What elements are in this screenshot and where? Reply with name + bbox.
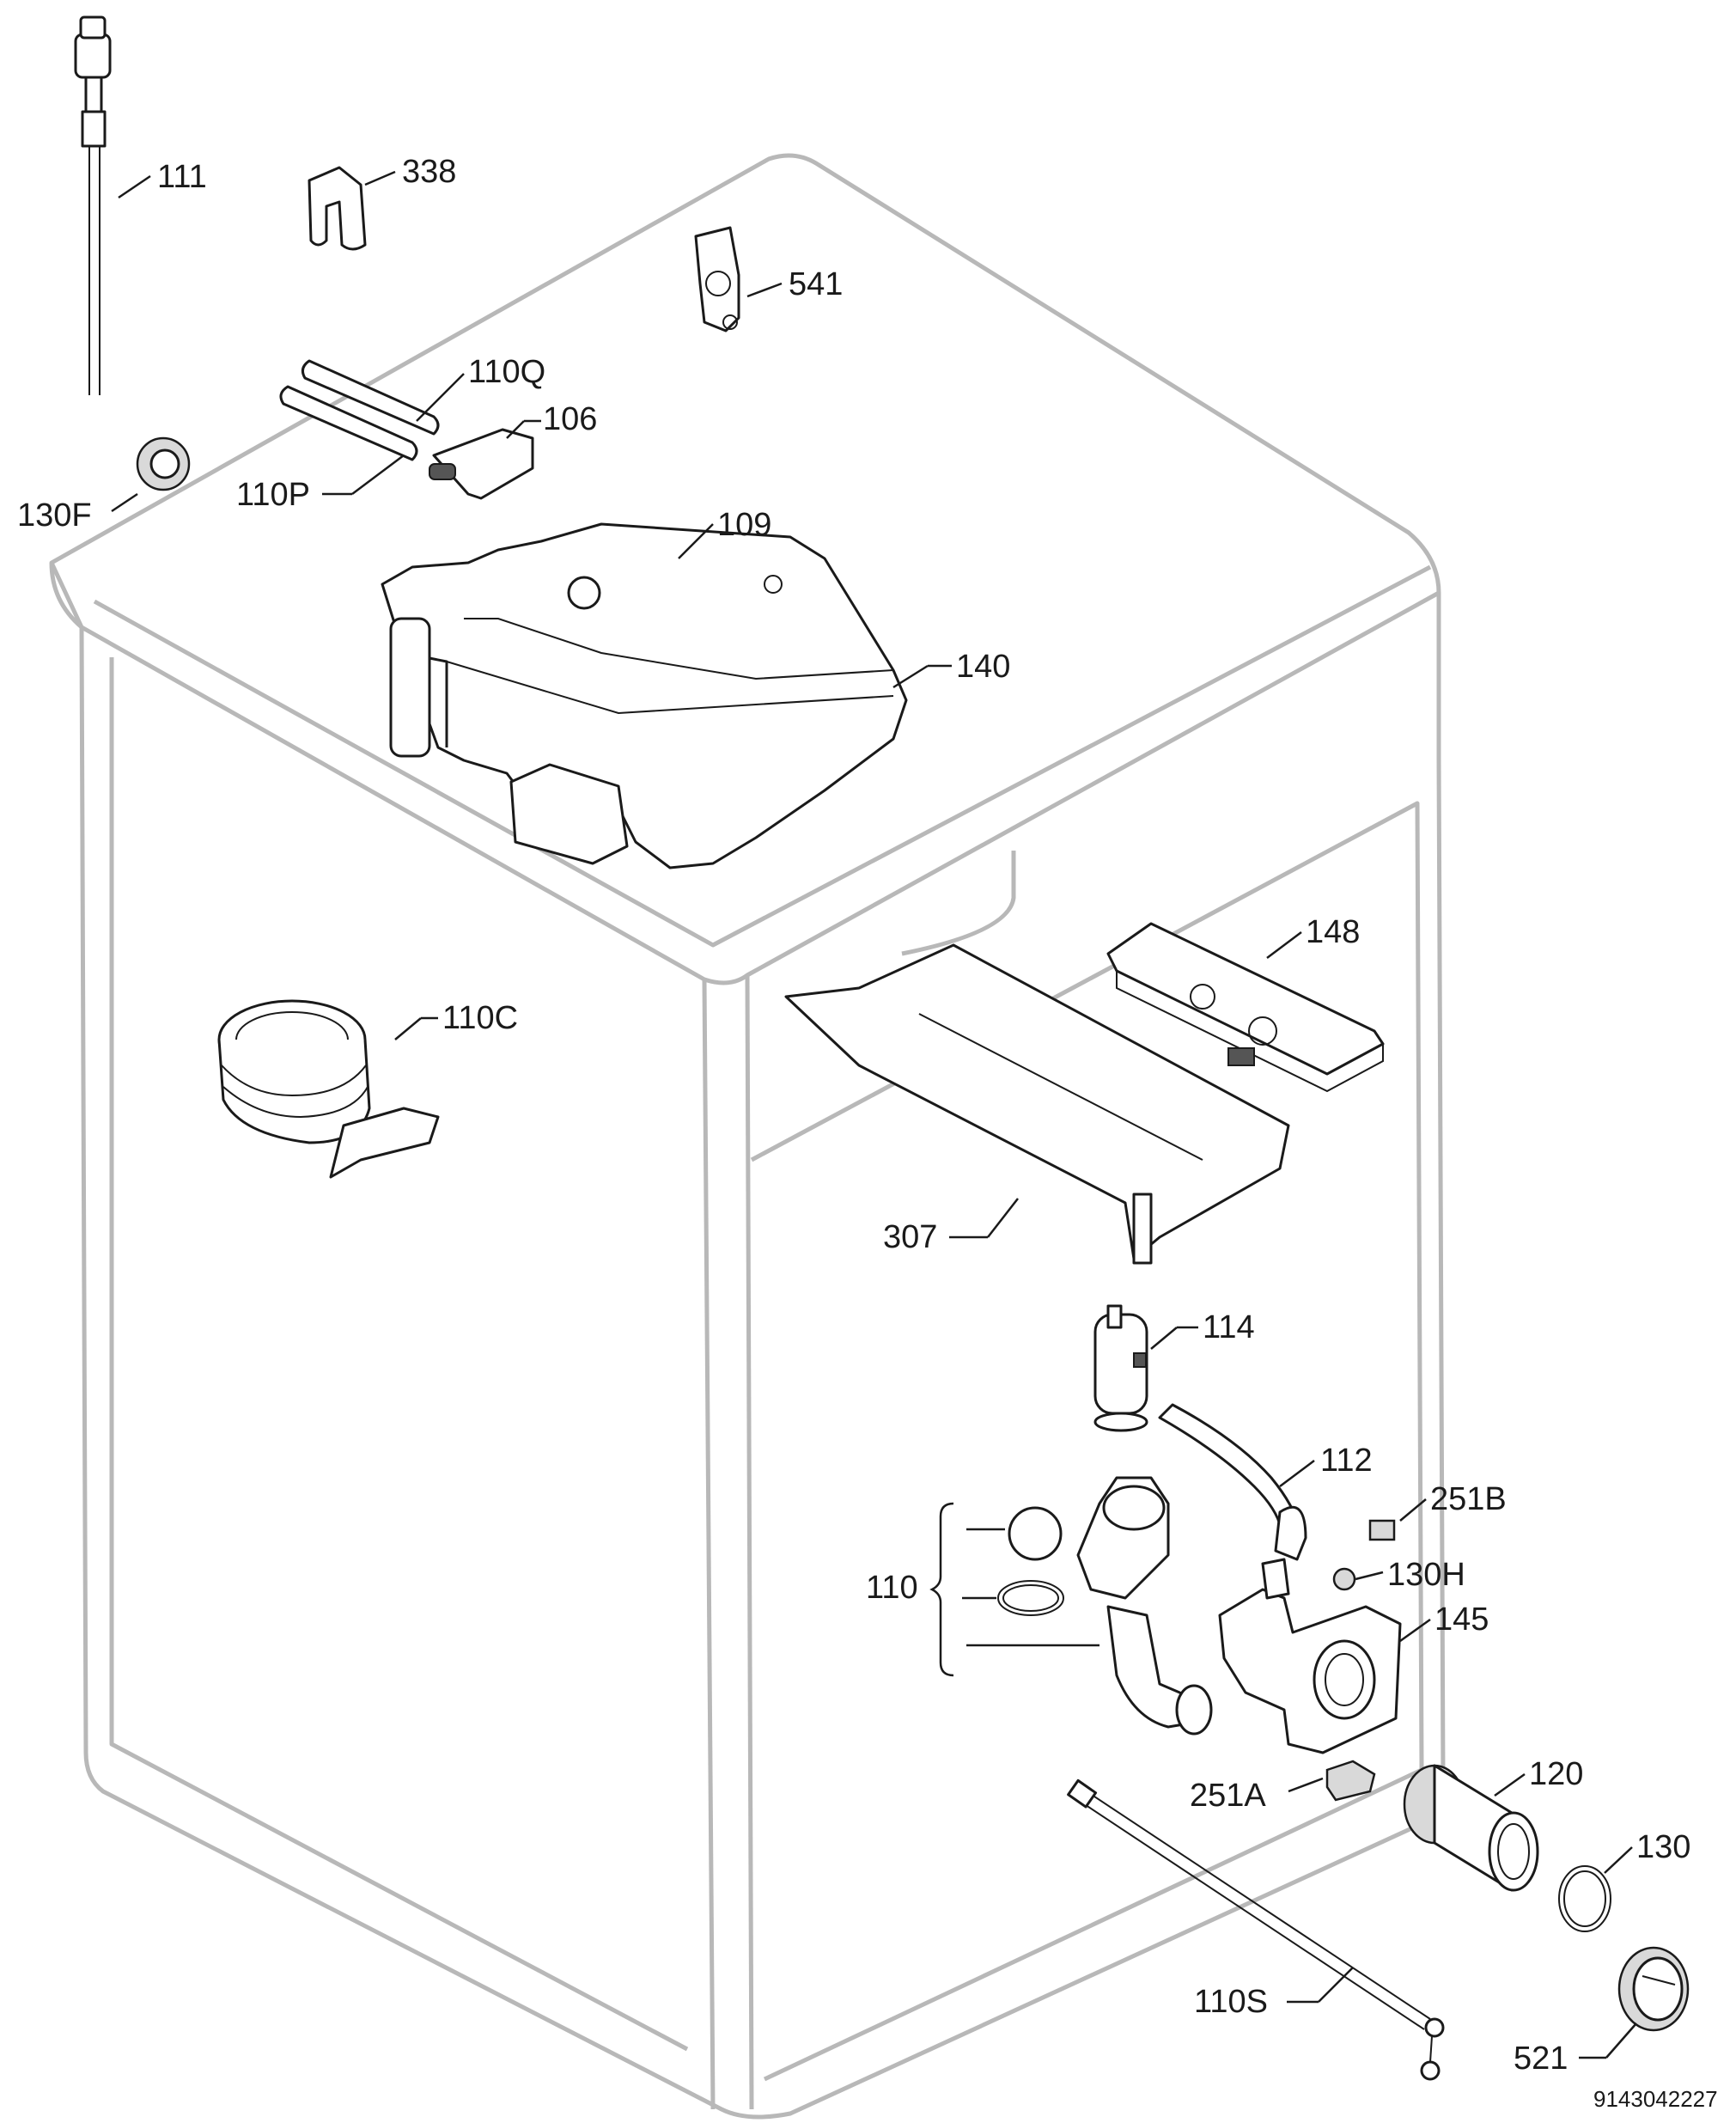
filter-120 <box>1403 1764 1539 1892</box>
bracket-541 <box>694 226 783 332</box>
filter-cap-521 <box>1579 1946 1690 2059</box>
corrugated-hose-112 <box>1158 1403 1315 1561</box>
callout-521: 521 <box>1514 2041 1568 2077</box>
dispenser-lid-148 <box>1106 922 1385 1093</box>
bellows-110C <box>217 999 440 1179</box>
dispenser-housing-109-140 <box>381 522 952 869</box>
hose-clip-338 <box>308 166 396 251</box>
air-chamber-114 <box>1093 1304 1198 1432</box>
nut-130F <box>111 436 191 513</box>
callout-114: 114 <box>1203 1309 1255 1345</box>
callout-541: 541 <box>789 266 843 302</box>
document-number: 9143042227 <box>1593 2086 1718 2112</box>
callout-112: 112 <box>1320 1443 1373 1479</box>
callout-109: 109 <box>717 507 771 543</box>
drain-tube-110S <box>1067 1778 1445 2081</box>
pump-130H-145 <box>1218 1558 1431 1754</box>
callout-307: 307 <box>883 1219 937 1255</box>
callout-145: 145 <box>1434 1601 1489 1638</box>
clip-251B <box>1368 1498 1427 1541</box>
callout-110Q: 110Q <box>468 354 545 390</box>
valve-106 <box>429 419 541 500</box>
callout-120: 120 <box>1529 1756 1583 1792</box>
callout-130: 130 <box>1636 1829 1690 1865</box>
callout-110C: 110C <box>442 1000 518 1036</box>
callout-251B: 251B <box>1430 1481 1507 1517</box>
callout-110: 110 <box>866 1570 918 1606</box>
callout-110P: 110P <box>236 477 310 513</box>
hoses-110Q-110P <box>279 359 465 496</box>
gasket-130 <box>1558 1846 1633 1932</box>
callout-148: 148 <box>1306 914 1360 950</box>
callout-111: 111 <box>157 159 207 195</box>
clip-251A <box>1288 1760 1376 1802</box>
inlet-hose-111 <box>74 15 151 395</box>
callout-110S: 110S <box>1194 1984 1268 2020</box>
callout-106: 106 <box>543 401 597 437</box>
sump-assembly-110 <box>929 1476 1213 1736</box>
dispenser-drawer-307 <box>784 943 1290 1265</box>
callout-251A: 251A <box>1190 1778 1266 1814</box>
callout-338: 338 <box>402 154 456 190</box>
callout-130H: 130H <box>1387 1557 1465 1593</box>
callout-140: 140 <box>956 649 1010 685</box>
callout-130F: 130F <box>17 497 92 534</box>
